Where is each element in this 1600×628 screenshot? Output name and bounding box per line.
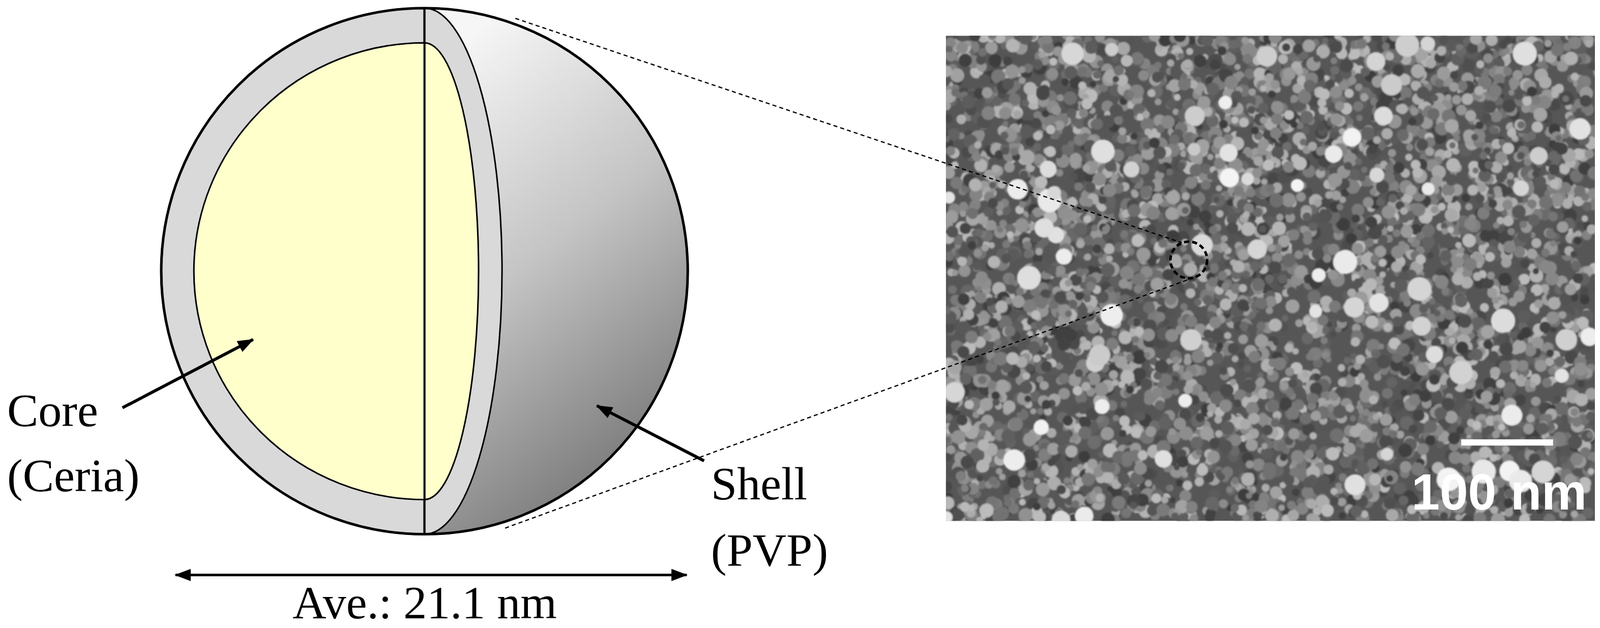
sem-grain <box>1509 426 1524 440</box>
sem-grain <box>1231 355 1239 363</box>
sem-grain <box>1372 32 1382 43</box>
sem-grain <box>1261 483 1270 492</box>
core-shell-sphere <box>161 8 688 535</box>
sem-grain <box>1584 149 1594 159</box>
sem-grain <box>1350 222 1359 230</box>
sem-grain <box>1508 89 1515 96</box>
sem-grain <box>1216 185 1223 192</box>
sem-grain <box>1285 299 1300 314</box>
sem-grain <box>1386 225 1394 232</box>
sem-grain <box>1200 163 1211 175</box>
sem-grain <box>1369 188 1377 196</box>
sem-grain <box>943 114 953 124</box>
sem-grain <box>998 473 1006 481</box>
sem-grain <box>1514 91 1523 100</box>
sem-grain <box>1023 249 1033 259</box>
sem-grain <box>1032 131 1043 141</box>
sem-grain <box>1218 498 1228 509</box>
sem-grain <box>1199 426 1214 440</box>
sem-grain <box>972 260 983 271</box>
sem-grain <box>1001 240 1011 249</box>
sem-grain <box>1224 260 1232 268</box>
sem-grain <box>1187 218 1195 226</box>
sem-grain <box>1022 241 1032 250</box>
sem-grain <box>980 389 987 396</box>
sem-grain <box>1523 158 1532 167</box>
sem-grain <box>1215 430 1223 438</box>
sem-grain <box>1485 34 1498 47</box>
sem-grain <box>1257 372 1264 379</box>
sem-grain <box>1550 326 1557 333</box>
sem-grain <box>1219 119 1229 129</box>
sem-grain <box>1492 127 1500 135</box>
sem-grain <box>1255 377 1266 388</box>
sem-grain <box>1181 192 1190 201</box>
sem-grain <box>1154 98 1162 106</box>
sem-grain <box>1523 423 1534 435</box>
sem-grain <box>1025 363 1034 372</box>
sem-grain <box>944 210 959 224</box>
sem-image <box>939 29 1600 530</box>
sem-grain <box>1036 407 1044 415</box>
sem-grain <box>1337 497 1347 507</box>
sem-grain <box>1180 303 1189 311</box>
sem-grain <box>1387 149 1397 158</box>
sem-grain <box>1026 471 1033 479</box>
sem-grain <box>1111 55 1120 64</box>
sem-grain <box>1476 60 1485 69</box>
sem-grain <box>1227 342 1239 354</box>
sem-grain <box>1502 215 1514 227</box>
sem-grain <box>1338 377 1347 387</box>
sem-grain <box>943 251 954 261</box>
sem-grain <box>1356 114 1364 122</box>
sem-grain <box>1146 505 1158 516</box>
sem-grain <box>1360 166 1368 174</box>
sem-grain <box>1237 361 1245 369</box>
sem-grain <box>1226 199 1234 206</box>
sem-grain <box>940 480 953 493</box>
sem-grain <box>1226 486 1233 493</box>
sem-grain <box>959 210 967 218</box>
sem-grain <box>1291 488 1300 496</box>
sem-grain <box>1168 428 1176 436</box>
